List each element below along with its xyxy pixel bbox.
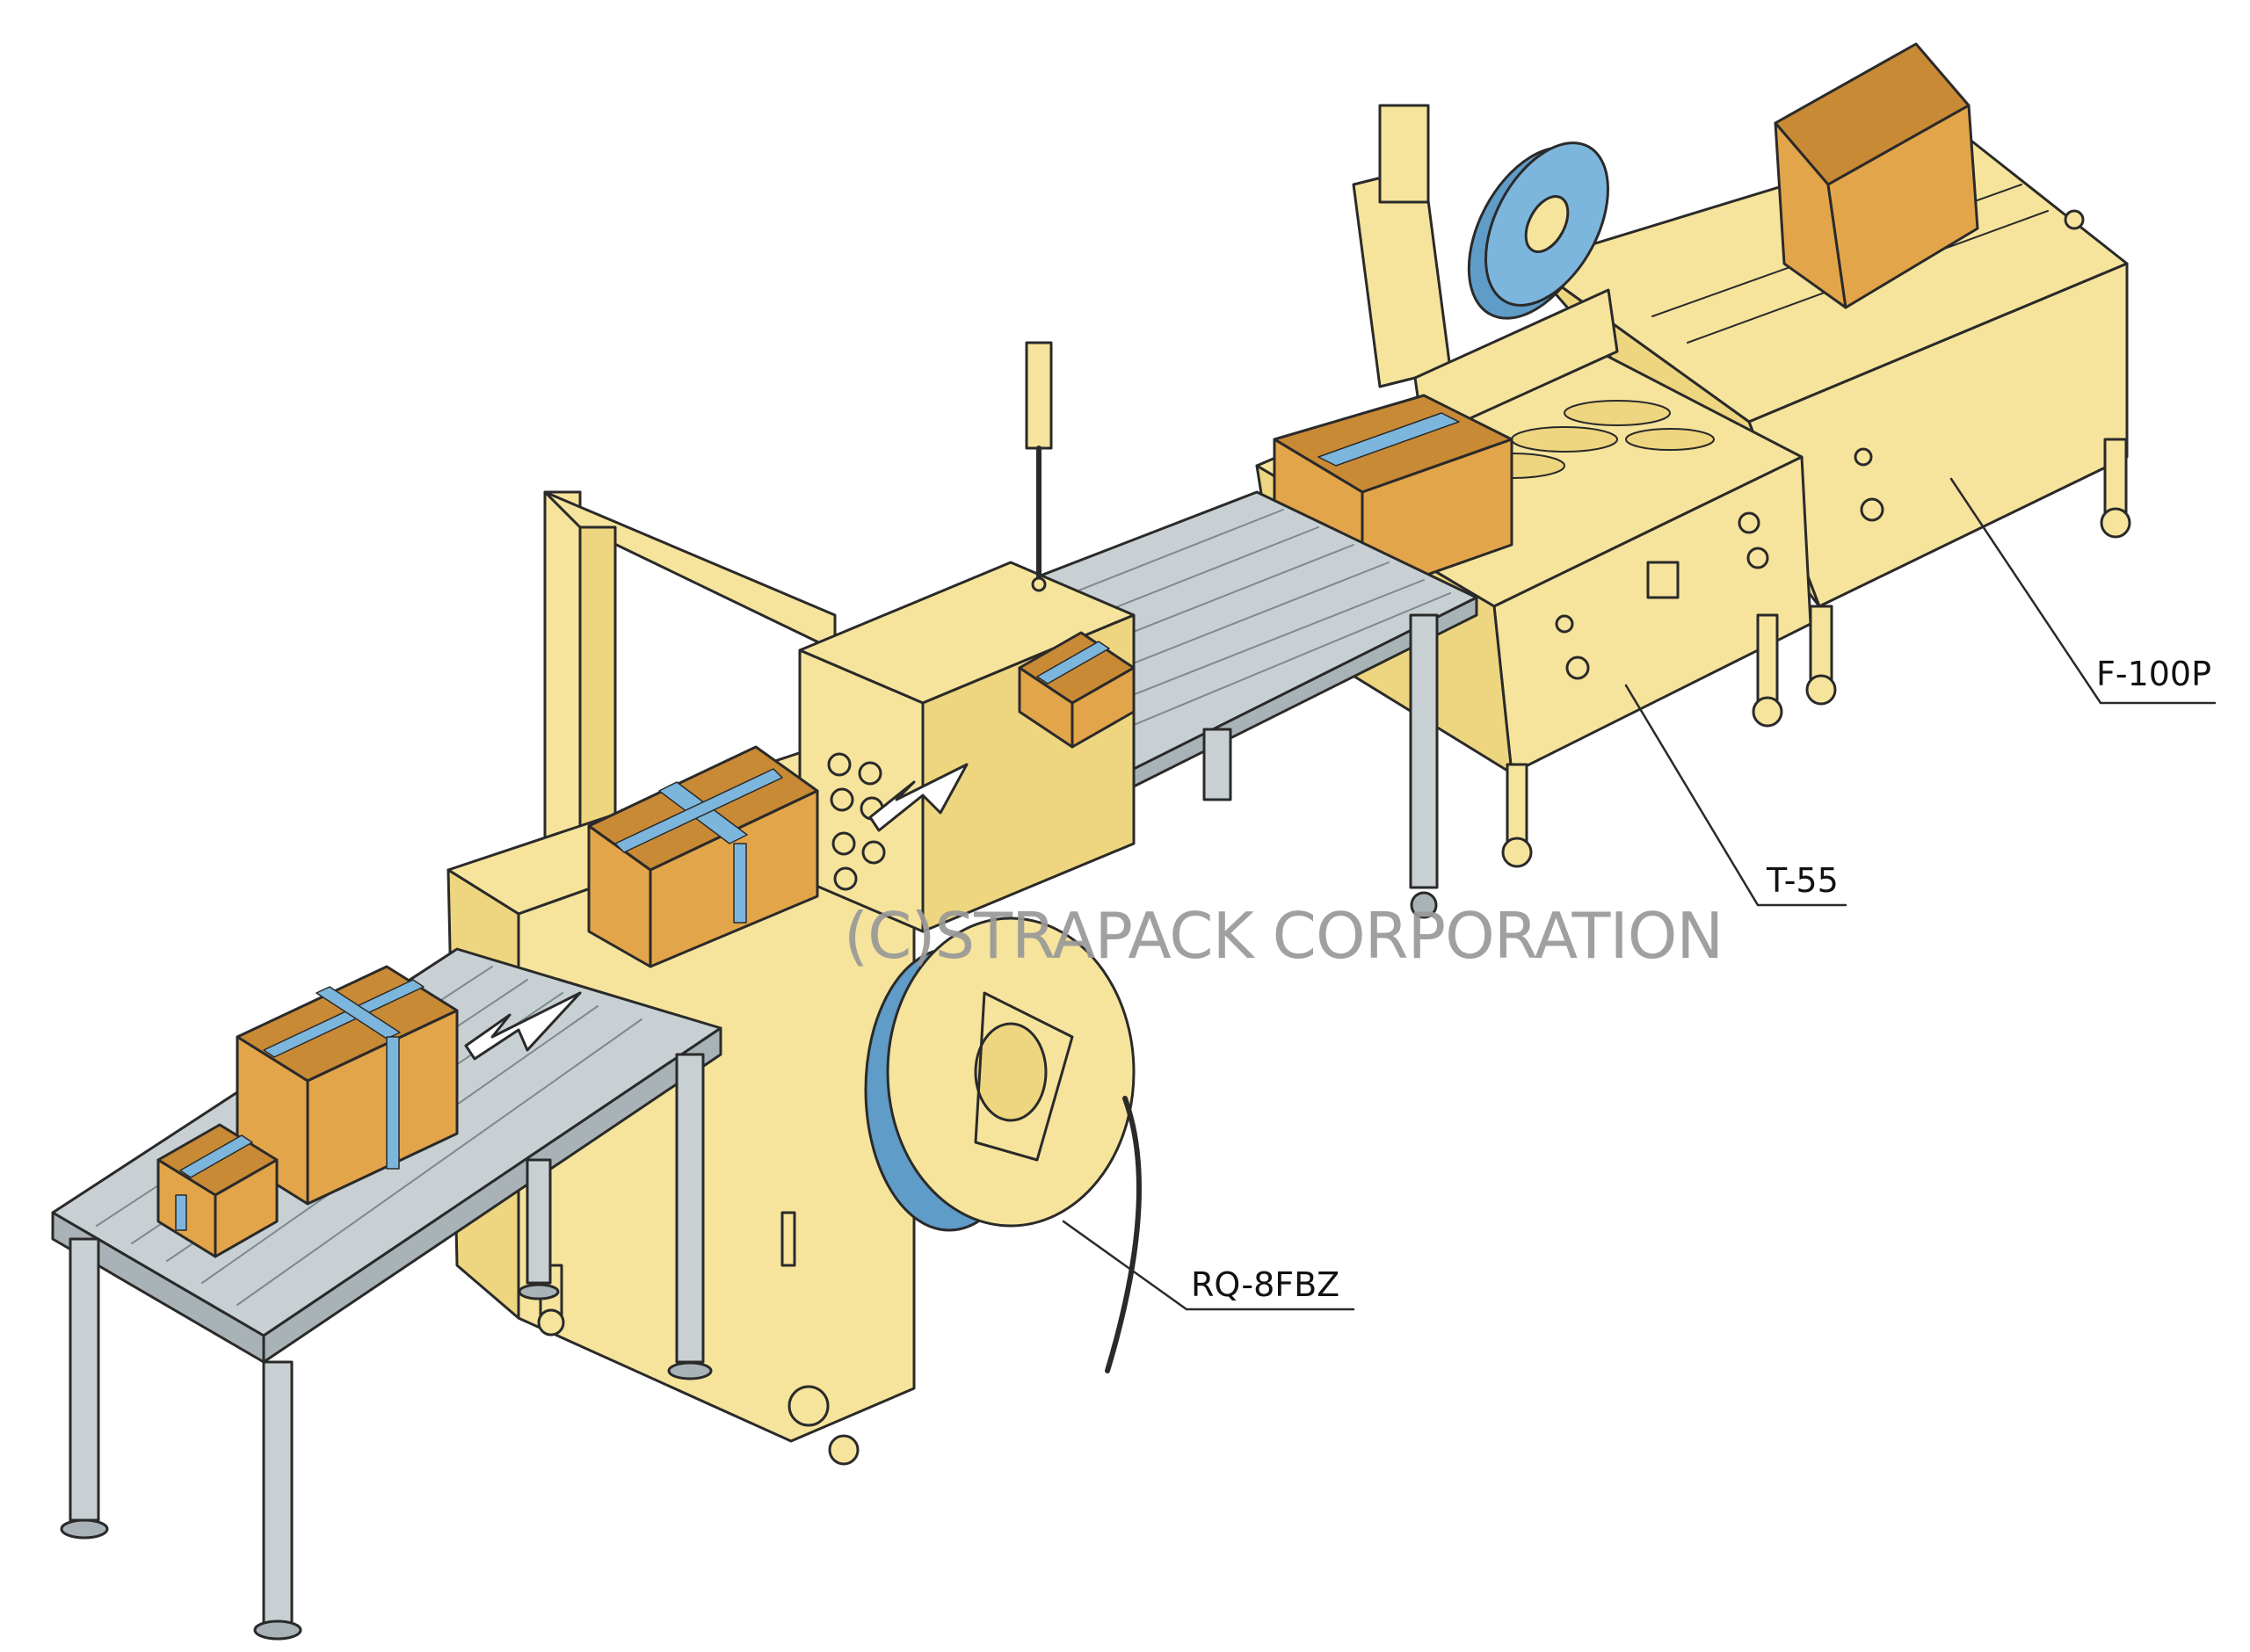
callout-lines <box>1062 477 2217 1311</box>
arrow-icon <box>464 991 582 1061</box>
arrow-icon <box>868 763 969 832</box>
f100p-machine <box>1528 42 2131 706</box>
label-rq8fbz: RQ-8FBZ <box>1191 1265 1339 1304</box>
tape-roll-icon <box>1467 141 1609 320</box>
outfeed-box-large <box>236 965 459 1206</box>
signal-tower-icon <box>1025 341 1053 592</box>
leader-t55 <box>1624 684 1847 907</box>
leader-rq8fbz <box>1062 1220 1355 1311</box>
box-in-arch <box>1018 631 1136 749</box>
label-f100p: F-100P <box>2096 655 2211 693</box>
leader-f100p <box>1949 477 2217 705</box>
front-conveyor <box>51 947 722 1641</box>
strapped-box <box>587 745 819 968</box>
label-t55: T-55 <box>1766 861 1839 900</box>
strap-reel-icon <box>864 917 1142 1373</box>
outfeed-box-small <box>156 1123 279 1258</box>
watermark-text: (C)STRAPACK CORPORATION <box>844 899 1723 973</box>
